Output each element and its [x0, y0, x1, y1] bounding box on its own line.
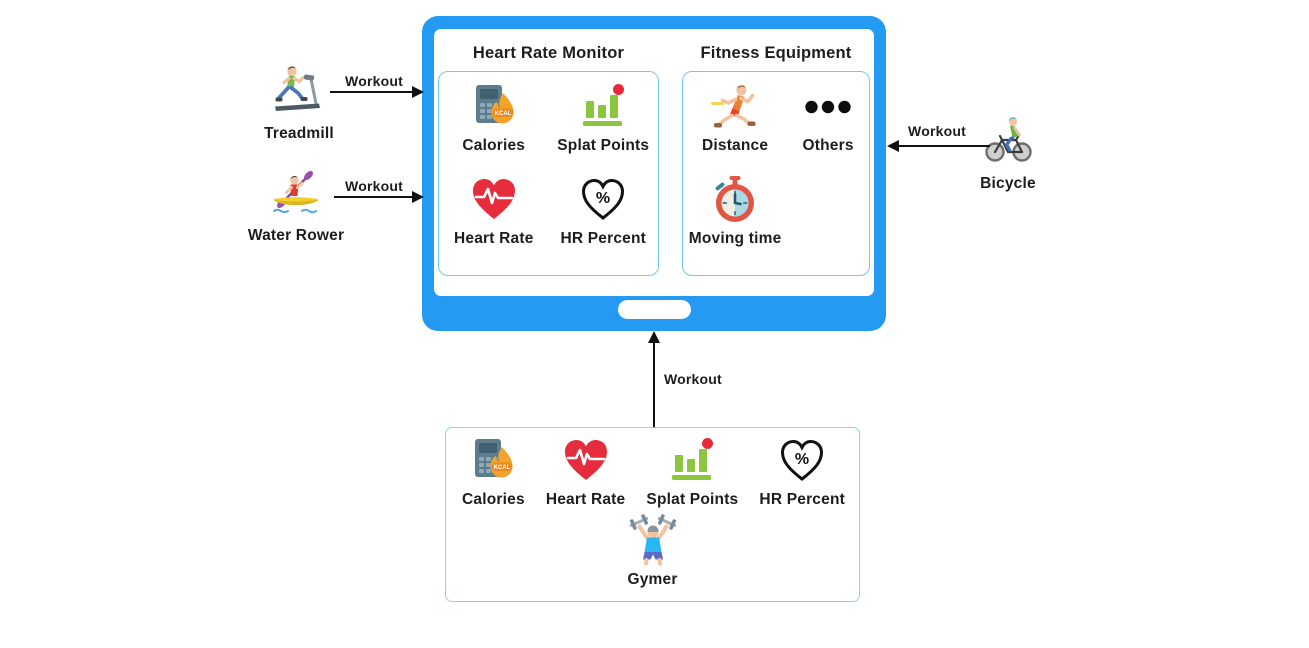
node-bicycle: Bicycle — [972, 114, 1044, 193]
tablet-home-button[interactable] — [618, 300, 691, 319]
heart-rate-icon — [564, 440, 607, 480]
panel-heart-rate-monitor: KCAL Calories Splat Points — [438, 71, 659, 276]
arrowhead-right-icon — [412, 86, 424, 98]
hr-percent-icon: % — [781, 439, 824, 481]
calories-icon: KCAL — [475, 85, 514, 124]
splat-points-icon — [672, 438, 714, 480]
edge-line-bicycle — [897, 145, 990, 147]
item-splat-points: Splat Points — [646, 436, 738, 509]
kcal-text: KCAL — [494, 111, 511, 117]
panel-fitness-equipment: Distance Others — [682, 71, 870, 276]
item-splat-points: Splat Points — [549, 82, 659, 155]
node-water-rower: Water Rower — [248, 166, 344, 245]
item-label: Heart Rate — [453, 230, 534, 247]
tablet: Heart Rate Monitor Fitness Equipment — [422, 16, 886, 331]
item-label: Heart Rate — [545, 491, 626, 508]
arrowhead-up-icon — [648, 331, 660, 343]
node-label: Water Rower — [247, 227, 345, 244]
item-calories: KCAL Calories — [462, 436, 525, 509]
gymer-icon — [629, 514, 676, 566]
node-label: Treadmill — [264, 125, 334, 142]
ellipsis-icon — [805, 100, 851, 114]
item-label: Others — [802, 137, 854, 154]
item-others: Others — [787, 82, 869, 155]
edge-label-treadmill: Workout — [345, 73, 403, 89]
item-label: Splat Points — [646, 491, 739, 508]
treadmill-icon — [275, 66, 320, 111]
item-hr-percent: % HR Percent — [549, 175, 659, 248]
item-hr-percent: % HR Percent — [759, 436, 845, 509]
percent-text: % — [795, 451, 809, 468]
heart-rate-icon — [472, 179, 515, 219]
panel-title-heart-rate-monitor: Heart Rate Monitor — [472, 44, 625, 62]
node-treadmill: Treadmill — [260, 64, 338, 143]
gymer-box: KCAL Calories Heart Rate S — [445, 427, 860, 602]
edge-label-gymer: Workout — [664, 371, 722, 387]
percent-text: % — [596, 190, 610, 207]
item-gymer: Gymer — [446, 510, 859, 589]
item-label: Gymer — [627, 571, 678, 588]
item-label: Distance — [701, 137, 769, 154]
arrowhead-right-icon — [412, 191, 424, 203]
item-label: HR Percent — [759, 491, 845, 508]
node-label: Bicycle — [980, 175, 1036, 192]
item-heart-rate: Heart Rate — [439, 175, 549, 248]
splat-points-icon — [583, 84, 625, 126]
calories-icon: KCAL — [475, 439, 513, 478]
kayak-icon — [273, 171, 319, 214]
hr-percent-icon: % — [582, 178, 625, 220]
stopwatch-icon — [715, 176, 755, 222]
item-moving-time: Moving time — [683, 175, 787, 248]
item-label: HR Percent — [560, 230, 647, 247]
edge-line-treadmill — [330, 91, 414, 93]
arrowhead-left-icon — [887, 140, 899, 152]
panel-title-fitness-equipment: Fitness Equipment — [700, 44, 852, 62]
item-label: Splat Points — [557, 137, 650, 154]
item-distance: Distance — [683, 82, 787, 155]
tablet-screen: Heart Rate Monitor Fitness Equipment — [434, 29, 874, 296]
item-calories: KCAL Calories — [439, 82, 549, 155]
item-label: Calories — [462, 137, 526, 154]
item-label: Calories — [462, 491, 525, 508]
edge-label-water-rower: Workout — [345, 178, 403, 194]
edge-line-gymer — [653, 341, 655, 427]
bicycle-icon — [985, 117, 1032, 162]
item-heart-rate: Heart Rate — [546, 436, 626, 509]
runner-icon — [711, 85, 756, 128]
item-label: Moving time — [688, 230, 782, 247]
edge-label-bicycle: Workout — [908, 123, 966, 139]
kcal-text: KCAL — [494, 465, 511, 471]
edge-line-water-rower — [334, 196, 414, 198]
